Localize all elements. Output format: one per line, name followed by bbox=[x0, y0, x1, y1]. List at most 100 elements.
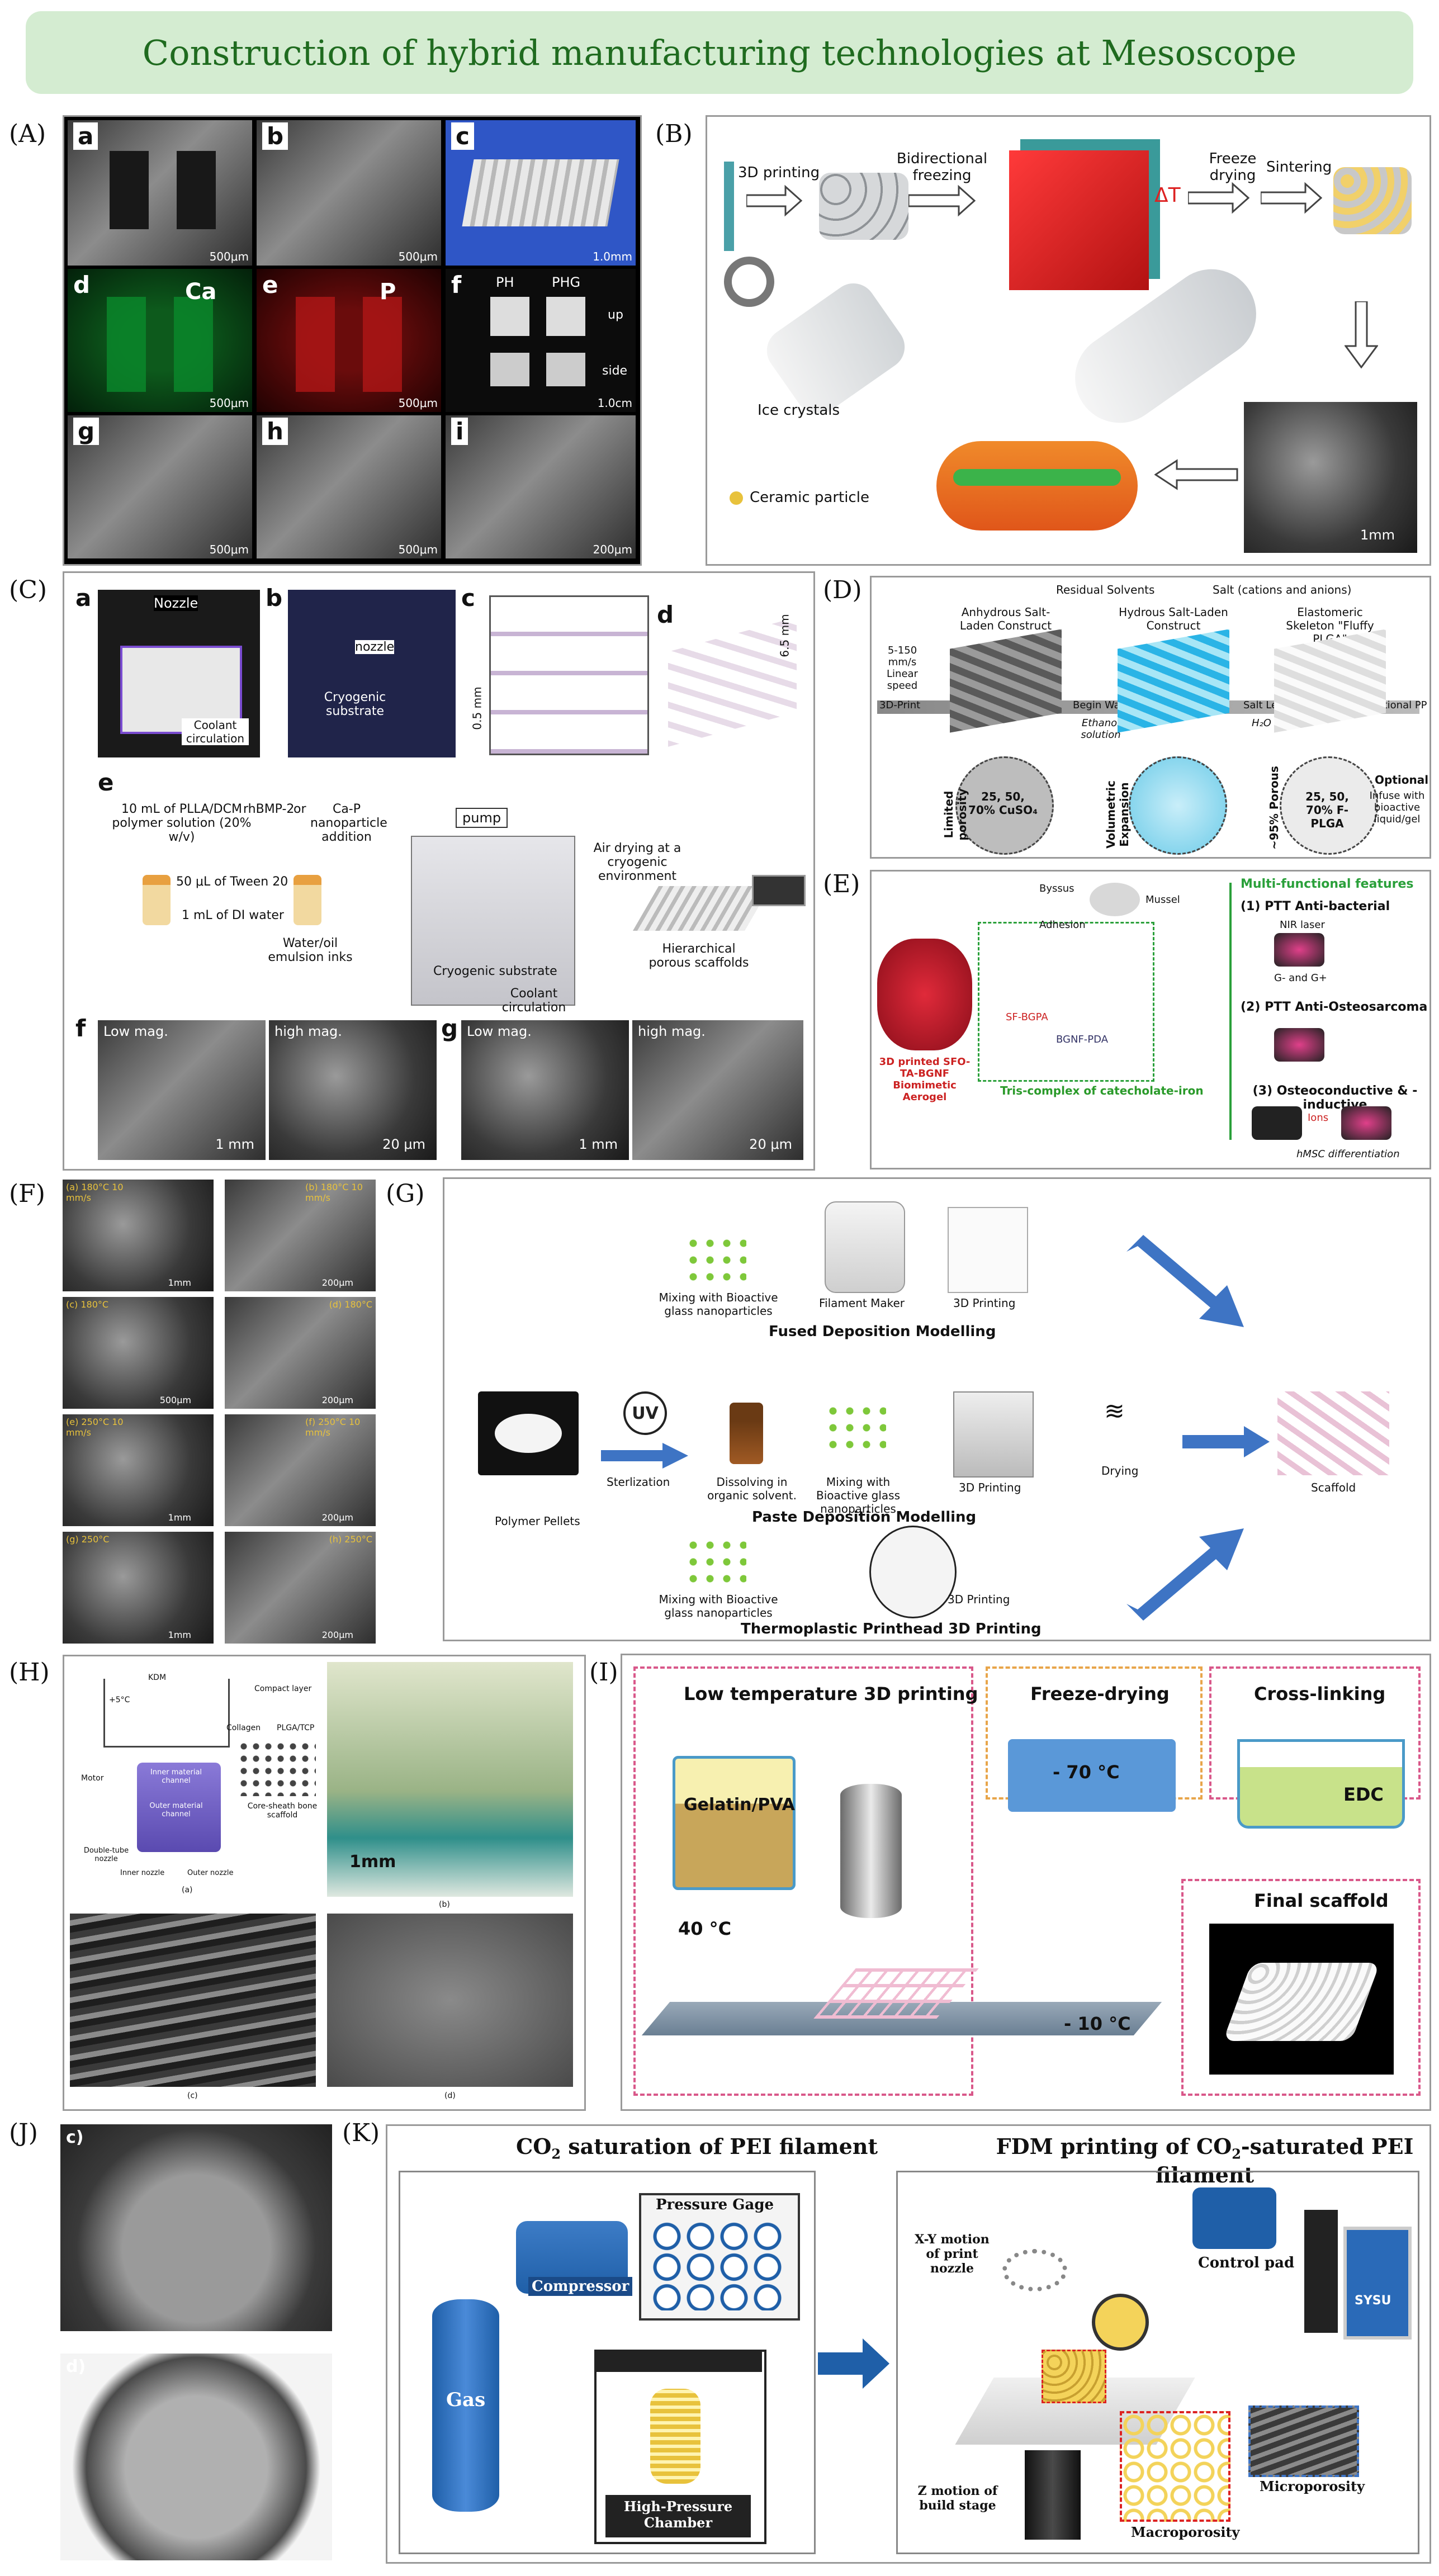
k-sysu: SYSU bbox=[1355, 2294, 1391, 2308]
page-title: Construction of hybrid manufacturing tec… bbox=[142, 32, 1297, 73]
d-print: 3D-Print bbox=[879, 699, 921, 711]
h-sheath: Core-sheath bone scaffold bbox=[247, 1802, 318, 1820]
j-sub-c: c) bbox=[66, 2128, 84, 2147]
k-micro-img bbox=[1248, 2405, 1359, 2477]
f-tag-c: (c) 180°C bbox=[66, 1299, 109, 1310]
e-mussel: Mussel bbox=[1145, 894, 1180, 906]
k-gage: Pressure Gage bbox=[656, 2196, 774, 2213]
c-g-scale2: 20 μm bbox=[749, 1137, 792, 1152]
f-tag-g: (g) 250°C bbox=[66, 1534, 110, 1545]
c-cryo: Cryogenic substrate bbox=[324, 690, 386, 718]
panel-k-label: (K) bbox=[342, 2119, 380, 2147]
c-nozzle: Nozzle bbox=[154, 595, 198, 611]
f-sem-f: (f) 250°C 10 mm/s 200μm bbox=[225, 1414, 376, 1526]
k-macro-img bbox=[1120, 2411, 1230, 2522]
up-label: up bbox=[608, 308, 623, 322]
h-collagen: Collagen bbox=[226, 1723, 261, 1732]
c-f-low: Low mag. bbox=[103, 1024, 168, 1039]
k-control-pad: Control pad bbox=[1198, 2255, 1295, 2271]
k-compressor: Compressor bbox=[528, 2277, 633, 2296]
panel-i: Low temperature 3D printing Freeze-dryin… bbox=[621, 1654, 1431, 2111]
scale-i: 200μm bbox=[593, 543, 632, 556]
sub-h: h bbox=[262, 418, 288, 445]
h-kdm: KDM bbox=[148, 1673, 167, 1682]
g-steril: Sterlization bbox=[607, 1475, 670, 1489]
c-sub-d: d bbox=[657, 601, 674, 628]
c-e-cool: Coolant circulation bbox=[501, 987, 566, 1015]
d-speed: 5-150 mm/s Linear speed bbox=[887, 645, 918, 692]
i-minus10: - 10 °C bbox=[1064, 2013, 1131, 2034]
c-dim2: 0.5 mm bbox=[470, 686, 484, 730]
e-nir: NIR laser bbox=[1280, 919, 1325, 931]
c-f-high: high mag. bbox=[274, 1024, 342, 1039]
e-tris: Tris-complex of catecholate-iron bbox=[1000, 1084, 1204, 1097]
c-sub-c: c bbox=[461, 584, 475, 612]
scale-d: 500μm bbox=[209, 396, 249, 410]
sub-a: a bbox=[73, 122, 98, 150]
i-minus70: - 70 °C bbox=[1053, 1761, 1120, 1783]
c-sem-g-high: high mag. 20 μm bbox=[632, 1020, 803, 1160]
sub-c: c bbox=[451, 122, 474, 150]
i-freeze-dry: Freeze-drying bbox=[1030, 1683, 1170, 1704]
k-h2a: FDM printing of CO bbox=[996, 2134, 1232, 2159]
g-print2: 3D Printing bbox=[959, 1481, 1021, 1494]
g-uv: UV bbox=[632, 1403, 659, 1423]
c-e-cap: Ca-P nanoparticle addition bbox=[310, 802, 387, 844]
g-drying: Drying bbox=[1101, 1464, 1139, 1478]
ca-label: Ca bbox=[185, 279, 217, 305]
panel-e-label: (E) bbox=[823, 870, 860, 898]
f-sem-c: (c) 180°C 500μm bbox=[63, 1297, 214, 1409]
e-f2: (2) PTT Anti-Osteosarcoma bbox=[1241, 1000, 1428, 1014]
b-scale: 1mm bbox=[1360, 527, 1395, 543]
d-construct3: Elastomeric Skeleton "Fluffy PLGA" bbox=[1286, 605, 1374, 646]
d-cuso4: 25, 50, 70% CuSO₄ bbox=[968, 790, 1038, 817]
e-multi: Multi-functional features bbox=[1241, 877, 1414, 891]
h-photo-b: 1mm bbox=[327, 1662, 573, 1897]
h-outer: Outer material channel bbox=[149, 1802, 203, 1819]
c-e-emulsion: Water/oil emulsion inks bbox=[268, 936, 353, 964]
e-ions: Ions bbox=[1308, 1112, 1329, 1124]
g-dissolve: Dissolving in organic solvent. bbox=[707, 1475, 797, 1502]
f-scale-f: 200μm bbox=[321, 1512, 353, 1523]
h-scale: 1mm bbox=[349, 1852, 396, 1872]
scale-g: 500μm bbox=[209, 543, 249, 556]
sem-a: a 500μm bbox=[68, 120, 252, 266]
c-grid bbox=[489, 595, 649, 755]
c-sub-b: b bbox=[266, 584, 283, 612]
f-scale-g: 1mm bbox=[168, 1630, 191, 1640]
sub-d: d bbox=[73, 271, 91, 299]
c-sub-e: e bbox=[98, 769, 114, 796]
d-salt: Salt (cations and anions) bbox=[1213, 583, 1352, 596]
c-e-hier: Hierarchical porous scaffolds bbox=[649, 942, 749, 970]
b-step-dry: Freeze drying bbox=[1209, 150, 1257, 184]
f-tag-a: (a) 180°C 10 mm/s bbox=[66, 1182, 124, 1203]
j-sem-c: c) bbox=[60, 2124, 332, 2331]
scale-c: 1.0mm bbox=[593, 250, 632, 263]
i-final-photo bbox=[1209, 1924, 1394, 2075]
c-f-scale1: 1 mm bbox=[215, 1137, 254, 1152]
c-e-pump: pump bbox=[456, 808, 508, 828]
c-photo-a: Nozzle Coolant circulation bbox=[98, 590, 260, 757]
j-sem-d: d) bbox=[60, 2354, 332, 2560]
h-inner: Inner material channel bbox=[150, 1768, 202, 1785]
h-inner-nozzle: Inner nozzle bbox=[120, 1869, 165, 1877]
k-h2c: -saturated PEI filament bbox=[1155, 2134, 1414, 2187]
c-nozzle2: nozzle bbox=[355, 640, 395, 654]
f-scale-c: 500μm bbox=[159, 1395, 191, 1405]
c-photo-b: nozzle Cryogenic substrate bbox=[288, 590, 456, 757]
title-banner: Construction of hybrid manufacturing tec… bbox=[26, 11, 1413, 94]
f-tag-h: (h) 250°C bbox=[329, 1534, 372, 1545]
scale-f: 1.0cm bbox=[597, 396, 632, 410]
h-cap-d: (d) bbox=[444, 2091, 456, 2100]
k-h1b: 2 bbox=[551, 2146, 561, 2162]
panel-j-label: (J) bbox=[9, 2119, 38, 2147]
sem-b: b 500μm bbox=[257, 120, 441, 266]
g-scaffold-img bbox=[1277, 1391, 1389, 1475]
f-tag-f: (f) 250°C 10 mm/s bbox=[305, 1417, 361, 1438]
c-dim1: 6.5 mm bbox=[778, 614, 792, 657]
k-chamber: High-Pressure Chamber bbox=[623, 2498, 733, 2531]
h-motor: Motor bbox=[81, 1774, 104, 1783]
scale-a: 500μm bbox=[209, 250, 249, 263]
